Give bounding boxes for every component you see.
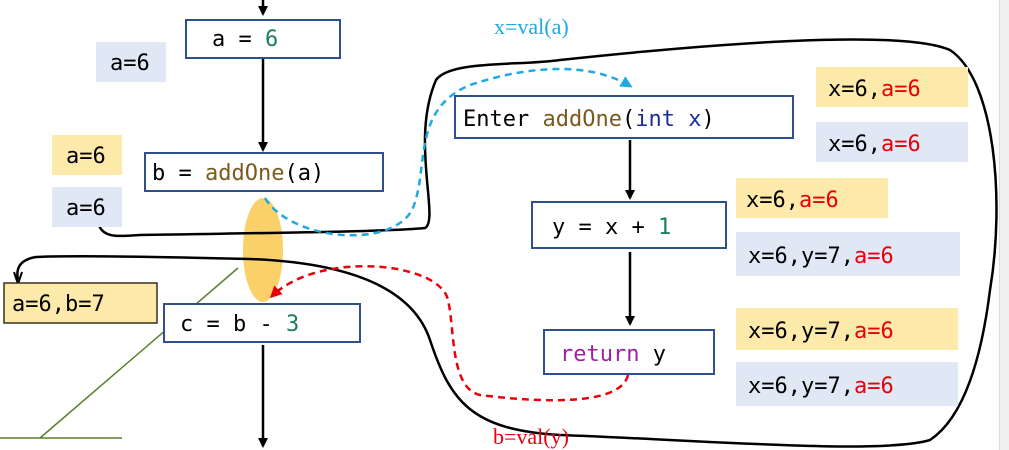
svg-text:x=6,a=6: x=6,a=6 — [746, 188, 839, 213]
red-value: a=6 — [854, 244, 894, 269]
state-label-l2: a=6 — [52, 135, 122, 175]
svg-text:x=6,y=7,a=6: x=6,y=7,a=6 — [748, 319, 894, 344]
return-edge-label: b=val(y) — [493, 424, 569, 449]
red-value: a=6 — [799, 188, 839, 213]
svg-text:a=6,b=7: a=6,b=7 — [12, 292, 105, 317]
stmt-text: y = x + — [552, 215, 658, 240]
svg-text:return y: return y — [560, 342, 666, 367]
stmt-box-b-call: b = addOne(a) — [144, 152, 384, 192]
stmt-text: Enter — [463, 107, 542, 132]
stmt-text: y — [639, 342, 666, 367]
call-edge — [263, 67, 633, 237]
svg-text:b = addOne(a): b = addOne(a) — [152, 161, 324, 186]
stmt-text: c = b - — [180, 312, 286, 337]
svg-text:a=6: a=6 — [66, 144, 106, 169]
return-keyword: return — [560, 342, 639, 367]
function-name: addOne — [542, 107, 621, 132]
svg-text:x=6,y=7,a=6: x=6,y=7,a=6 — [748, 244, 894, 269]
red-value: a=6 — [881, 77, 921, 102]
number-literal: 1 — [658, 215, 671, 240]
stmt-box-return: return y — [543, 329, 715, 375]
scope-contour — [16, 38, 998, 448]
state-label-r4: x=6,y=7,a=6 — [736, 232, 960, 276]
state-label-l3: a=6 — [52, 187, 122, 227]
stmt-text: b = — [152, 161, 205, 186]
number-literal: 3 — [286, 312, 299, 337]
stmt-box-a-assign: a = 6 — [185, 19, 341, 59]
svg-text:a=6: a=6 — [66, 196, 106, 221]
state-label-r1: x=6,a=6 — [816, 67, 968, 107]
state-label-r3: x=6,a=6 — [736, 178, 888, 218]
call-site-ellipse — [243, 198, 283, 302]
svg-text:x=6,a=6: x=6,a=6 — [828, 132, 921, 157]
svg-text:a=6: a=6 — [110, 51, 150, 76]
red-value: a=6 — [881, 132, 921, 157]
state-label-l4: a=6,b=7 — [3, 282, 158, 324]
svg-text:x=6,y=7,a=6: x=6,y=7,a=6 — [748, 374, 894, 399]
stmt-text: (a) — [284, 161, 324, 186]
state-label-r6: x=6,y=7,a=6 — [736, 362, 958, 406]
stmt-text: a = — [212, 27, 265, 52]
stmt-box-c-assign: c = b - 3 — [163, 303, 361, 343]
state-label-r2: x=6,a=6 — [816, 122, 968, 162]
stmt-box-y-assign: y = x + 1 — [531, 201, 727, 249]
red-value: a=6 — [854, 319, 894, 344]
svg-text:x=6,a=6: x=6,a=6 — [828, 77, 921, 102]
function-name: addOne — [205, 161, 284, 186]
red-value: a=6 — [854, 374, 894, 399]
stmt-text: ) — [701, 107, 714, 132]
svg-text:a = 6: a = 6 — [212, 27, 278, 52]
state-label-r5: x=6,y=7,a=6 — [736, 308, 958, 350]
param-name: x — [675, 107, 702, 132]
state-label-l1: a=6 — [96, 42, 166, 82]
number-literal: 6 — [265, 27, 278, 52]
call-edge-label: x=val(a) — [494, 14, 569, 39]
vertical-scrollbar[interactable] — [999, 0, 1009, 450]
stmt-text: ( — [622, 107, 635, 132]
green-diagonal-line — [39, 267, 239, 439]
type-keyword: int — [635, 107, 675, 132]
svg-text:c = b - 3: c = b - 3 — [180, 312, 299, 337]
return-edge — [269, 265, 630, 402]
stmt-box-enter: Enter addOne(int x) — [454, 95, 794, 139]
svg-text:Enter addOne(int x): Enter addOne(int x) — [463, 107, 715, 132]
svg-text:y = x + 1: y = x + 1 — [552, 215, 671, 240]
